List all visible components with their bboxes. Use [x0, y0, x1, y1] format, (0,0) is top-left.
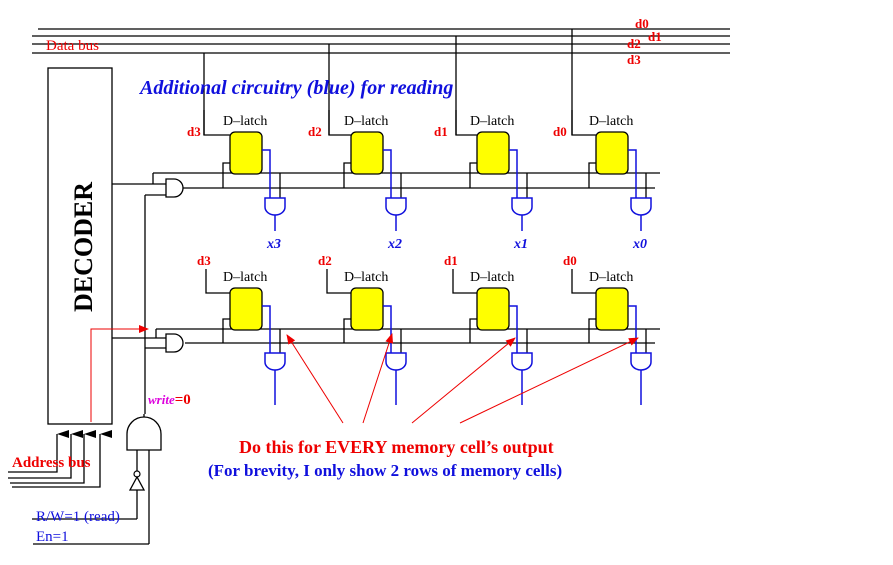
cell-input-label: d1	[434, 124, 448, 139]
data-input-wire	[455, 110, 477, 136]
memory-cells: D–latchd3x3D–latchd2x2D–latchd1x1D–latch…	[187, 110, 652, 405]
cell-input-label: d3	[197, 253, 211, 268]
cell-output-label: x1	[513, 237, 528, 252]
row0-write-and-gate	[165, 178, 184, 198]
latch-output-wire	[262, 305, 271, 353]
latch-enable-wire	[343, 318, 351, 343]
latch-label: D–latch	[589, 270, 633, 285]
d-latch	[595, 131, 629, 175]
latch-enable-wire	[222, 318, 230, 343]
row-select-arrow	[90, 325, 149, 422]
read-and-gate	[511, 352, 533, 371]
inverter-gate	[128, 475, 146, 491]
cell-input-label: d0	[563, 253, 577, 268]
read-and-gate	[630, 352, 652, 371]
memory-cell: D–latch d2 x2	[308, 110, 407, 252]
d-latch	[476, 287, 510, 331]
cell-input-label: d1	[444, 253, 458, 268]
latch-enable-wire	[469, 162, 477, 188]
read-and-gate	[385, 197, 407, 216]
latch-label: D–latch	[344, 114, 388, 129]
address-bus	[8, 430, 112, 488]
bus-label-d0: d0	[635, 16, 649, 31]
data-bus-label: Data bus	[46, 38, 99, 54]
bus-label-d3: d3	[627, 52, 641, 67]
memory-cell: D–latch d1	[444, 253, 533, 405]
memory-cell: D–latch d0 x0	[553, 110, 652, 252]
d-latch	[229, 287, 263, 331]
data-input-wire	[205, 269, 230, 294]
bus-label-d2: d2	[627, 36, 641, 51]
d-latch	[350, 287, 384, 331]
rw-label: R/W=1 (read)	[36, 509, 120, 525]
en-label: En=1	[36, 529, 69, 545]
data-input-wire	[452, 269, 477, 294]
latch-enable-wire	[588, 162, 596, 188]
note-line-2: (For brevity, I only show 2 rows of memo…	[208, 461, 562, 480]
cell-input-label: d2	[308, 124, 322, 139]
data-input-wire	[326, 269, 351, 294]
read-and-gate	[264, 197, 286, 216]
latch-output-wire	[383, 149, 392, 198]
data-input-wire	[203, 110, 230, 136]
data-bus	[32, 28, 730, 54]
read-and-gate	[385, 352, 407, 371]
latch-enable-wire	[343, 162, 351, 188]
cell-output-label: x2	[387, 237, 402, 252]
latch-enable-wire	[588, 318, 596, 343]
memory-cell: D–latch d3	[197, 253, 286, 405]
decoder-label: DECODER	[69, 182, 98, 312]
latch-output-wire	[509, 305, 518, 353]
address-bus-label: Address bus	[12, 455, 91, 471]
note-line-1: Do this for EVERY memory cell’s output	[239, 437, 554, 457]
d-latch	[595, 287, 629, 331]
latch-output-wire	[509, 149, 518, 198]
cell-input-label: d2	[318, 253, 332, 268]
row1-write-and-gate	[165, 333, 184, 353]
latch-enable-wire	[469, 318, 477, 343]
read-and-gate	[630, 197, 652, 216]
latch-label: D–latch	[470, 270, 514, 285]
cell-input-label: d3	[187, 124, 201, 139]
decoder-block	[47, 67, 113, 425]
latch-label: D–latch	[589, 114, 633, 129]
data-input-wire	[571, 269, 596, 294]
annotation-arrows	[286, 333, 639, 424]
memory-cell: D–latch d0	[563, 253, 652, 405]
latch-label: D–latch	[223, 114, 267, 129]
read-and-gate	[511, 197, 533, 216]
read-and-gate	[264, 352, 286, 371]
data-input-wire	[571, 110, 596, 136]
write-and-gate	[126, 416, 162, 451]
latch-output-wire	[628, 305, 637, 353]
latch-label: D–latch	[344, 270, 388, 285]
diagram-title: Additional circuitry (blue) for reading	[138, 77, 453, 99]
write-signal-name: write=0	[148, 392, 191, 408]
memory-cell: D–latch d1 x1	[434, 110, 533, 252]
d-latch	[476, 131, 510, 175]
cell-input-label: d0	[553, 124, 567, 139]
cell-output-label: x0	[632, 237, 647, 252]
latch-output-wire	[262, 149, 271, 198]
d-latch	[229, 131, 263, 175]
data-input-wire	[328, 110, 351, 136]
latch-label: D–latch	[223, 270, 267, 285]
bus-label-d1: d1	[648, 29, 662, 44]
latch-output-wire	[628, 149, 637, 198]
memory-cell: D–latch d3 x3	[187, 110, 286, 252]
d-latch	[350, 131, 384, 175]
cell-output-label: x3	[266, 237, 281, 252]
memory-cell: D–latch d2	[318, 253, 407, 405]
latch-enable-wire	[222, 162, 230, 188]
latch-label: D–latch	[470, 114, 514, 129]
